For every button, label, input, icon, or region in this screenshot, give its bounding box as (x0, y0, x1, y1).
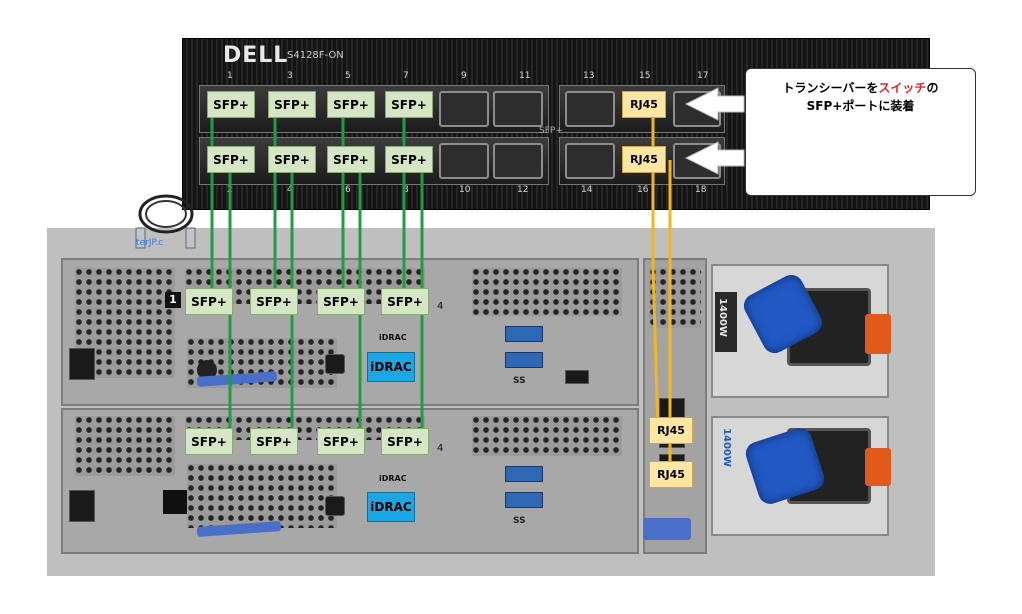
dac-cable-icon (135, 194, 196, 249)
port-number: 17 (697, 71, 709, 81)
server-sfp-port-label: SFP+ (381, 288, 429, 315)
callout-line-2: SFP+ポートに装着 (806, 99, 915, 113)
usb3-port[interactable] (505, 352, 543, 368)
switch-sfp-port-label: SFP+ (327, 91, 375, 118)
port-number: 15 (639, 71, 651, 81)
insert-arrow-icon (684, 87, 745, 121)
module-handle[interactable] (643, 518, 691, 540)
sfp-port-empty[interactable] (493, 91, 543, 127)
usb3-port[interactable] (505, 492, 543, 508)
port-number: 14 (581, 185, 593, 195)
psu-release-tab[interactable] (865, 448, 891, 486)
sfp-port-empty[interactable] (493, 143, 543, 179)
slot-number: 4 (437, 443, 444, 454)
switch-rj45-port-label: RJ45 (622, 91, 666, 118)
slot-number: 4 (437, 301, 444, 312)
switch-rj45-port-label: RJ45 (622, 146, 666, 173)
vent-grille (472, 416, 622, 456)
vent-grille (472, 268, 622, 316)
callout-line-1: トランシーバーをスイッチの (746, 79, 975, 96)
server-sfp-port-label: SFP+ (185, 428, 233, 455)
mini-displayport[interactable] (325, 354, 345, 374)
switch-sfp-port-label: SFP+ (327, 146, 375, 173)
server-rj45-port-label: RJ45 (649, 417, 693, 444)
sfp-port-empty[interactable] (565, 143, 615, 179)
port-number: 16 (637, 185, 649, 195)
port-number: 3 (287, 71, 293, 81)
cable-brand-text: terJP.c (136, 238, 164, 248)
switch-sfp-port-label: SFP+ (268, 91, 316, 118)
sfp-port-empty[interactable] (439, 143, 489, 179)
switch-sfp-port-label: SFP+ (207, 91, 255, 118)
switch-sfp-port-label: SFP+ (385, 146, 433, 173)
psu-rating-plate (715, 292, 737, 352)
switch-sfp-port-label: SFP+ (207, 146, 255, 173)
idrac-port-label: iDRAC (367, 352, 415, 382)
node-status-block (163, 490, 187, 514)
port-number: 10 (459, 185, 471, 195)
sfp-port-empty[interactable] (565, 91, 615, 127)
idrac-port-label: iDRAC (367, 492, 415, 522)
psu-release-tab[interactable] (865, 314, 891, 354)
server-sfp-port-label: SFP+ (250, 428, 298, 455)
port-number: 12 (517, 185, 529, 195)
idrac-small-label: iDRAC (379, 474, 407, 483)
server-sfp-port-label: SFP+ (317, 288, 365, 315)
port-number: 7 (403, 71, 409, 81)
superspeed-logo: SS (513, 516, 526, 526)
port-number: 11 (519, 71, 531, 81)
port-number: 8 (403, 185, 409, 195)
server-rj45-port-label: RJ45 (649, 461, 693, 488)
port-number: 5 (345, 71, 351, 81)
port-number: 6 (345, 185, 351, 195)
node-index-badge: 1 (165, 292, 181, 308)
port-number: 4 (287, 185, 293, 195)
server-sfp-port-label: SFP+ (185, 288, 233, 315)
port-number: 1 (227, 71, 233, 81)
power-connector (69, 490, 95, 522)
switch-model: S4128F-ON (287, 50, 344, 61)
port-number: 9 (461, 71, 467, 81)
port-number: 18 (695, 185, 707, 195)
usb3-port[interactable] (505, 466, 543, 482)
switch-center-label: SFP+ (539, 126, 563, 136)
switch-sfp-port-label: SFP+ (268, 146, 316, 173)
port-number: 13 (583, 71, 595, 81)
vent-grille (187, 464, 337, 528)
power-connector (69, 348, 95, 380)
callout-line-1-suffix: の (926, 81, 939, 95)
usb3-port[interactable] (505, 326, 543, 342)
callout-highlight: スイッチ (878, 81, 927, 95)
vent-grille (75, 416, 175, 476)
insert-arrow-icon (684, 141, 745, 175)
idrac-small-label: iDRAC (379, 333, 407, 342)
sfp-port-empty[interactable] (439, 91, 489, 127)
serial-port[interactable] (565, 370, 589, 384)
switch-sfp-port-label: SFP+ (385, 91, 433, 118)
superspeed-logo: SS (513, 376, 526, 386)
callout-line-1-prefix: トランシーバーを (782, 81, 879, 95)
transceiver-callout: トランシーバーをスイッチの SFP+ポートに装着 (745, 68, 976, 196)
server-sfp-port-label: SFP+ (250, 288, 298, 315)
dell-logo: DELL (223, 43, 289, 68)
server-sfp-port-label: SFP+ (381, 428, 429, 455)
server-sfp-port-label: SFP+ (317, 428, 365, 455)
mini-displayport[interactable] (325, 496, 345, 516)
vent-grille (649, 268, 701, 328)
